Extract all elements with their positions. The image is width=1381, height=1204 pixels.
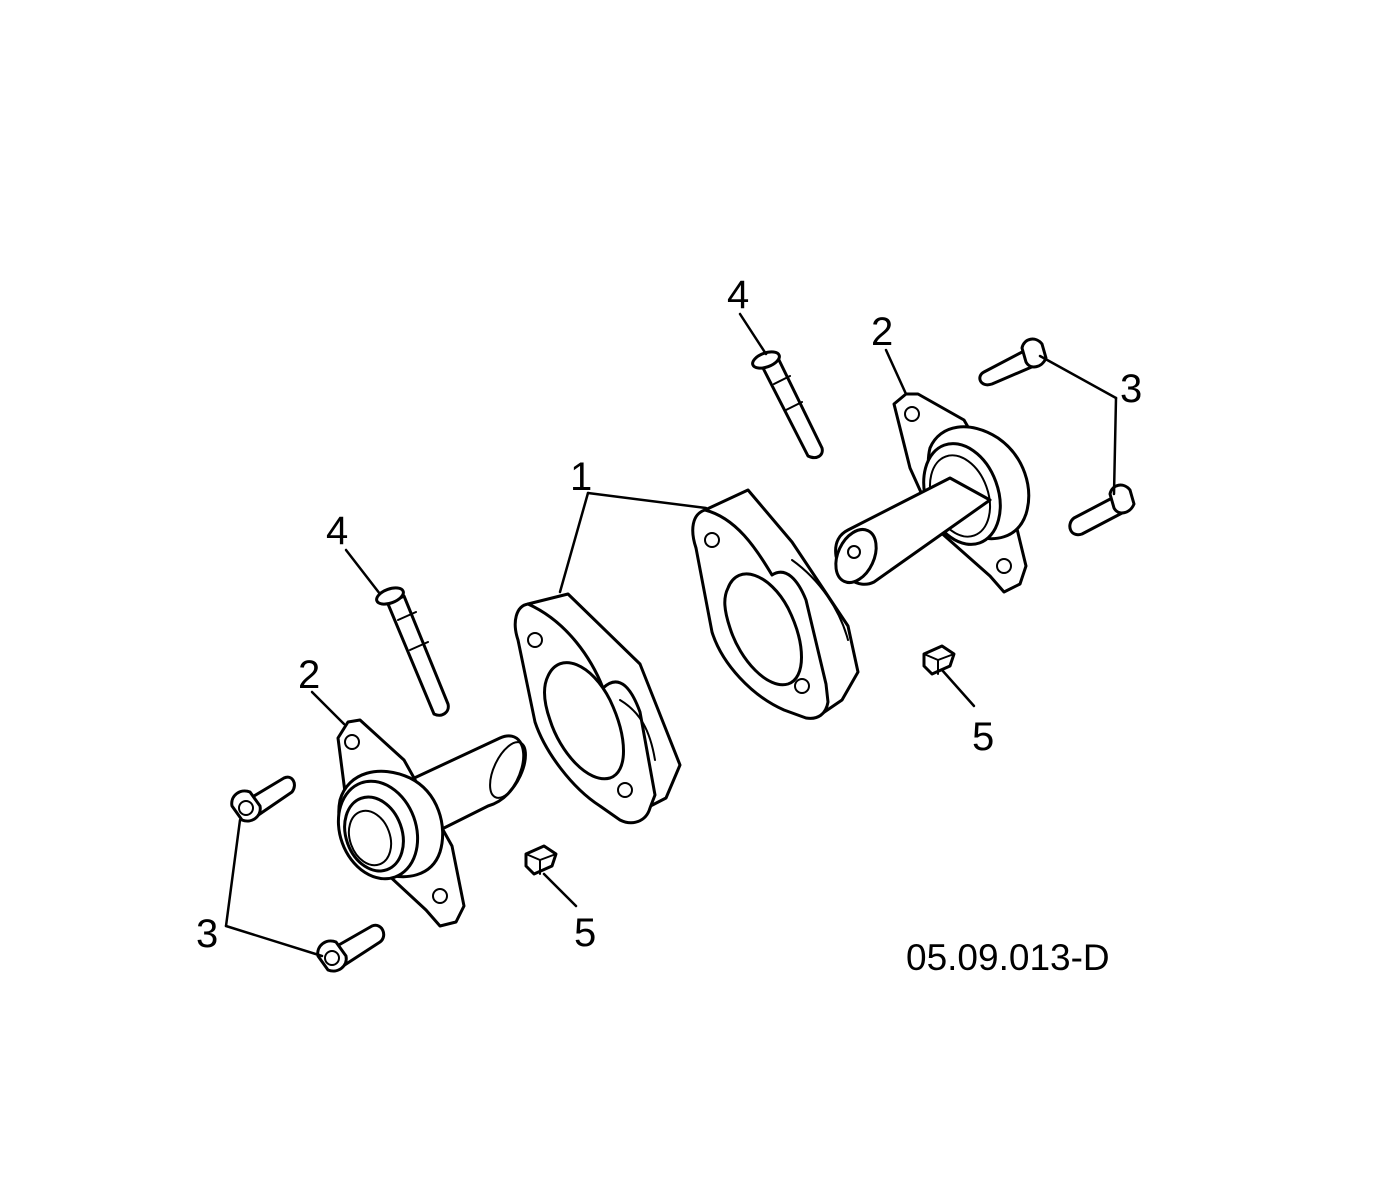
callout-bearing-left: 2 (298, 653, 320, 697)
flange-bearing-right (834, 392, 1031, 594)
bolt-right-upper (978, 337, 1048, 387)
callout-bearing-right: 2 (871, 310, 893, 354)
callout-nut-right: 5 (972, 715, 994, 759)
spacer-block-left (513, 592, 682, 825)
pin-left (375, 586, 450, 717)
callout-pin-right: 4 (727, 273, 749, 317)
callout-nut-left: 5 (574, 911, 596, 955)
nut-right (922, 644, 956, 676)
bolt-left-upper (230, 775, 296, 823)
nut-left (524, 844, 558, 876)
callout-bolts-left: 3 (196, 912, 218, 956)
callout-spacer: 1 (570, 455, 592, 499)
callout-pin-left: 4 (326, 509, 348, 553)
bolt-left-lower (316, 923, 386, 973)
callout-bolts-right: 3 (1120, 367, 1142, 411)
drawing-number: 05.09.013-D (906, 937, 1110, 978)
spacer-block-right (691, 488, 860, 720)
pin-right (751, 350, 824, 460)
leader-lines (224, 312, 1118, 958)
flange-bearing-left (336, 718, 527, 928)
bolt-right-lower (1068, 483, 1136, 537)
